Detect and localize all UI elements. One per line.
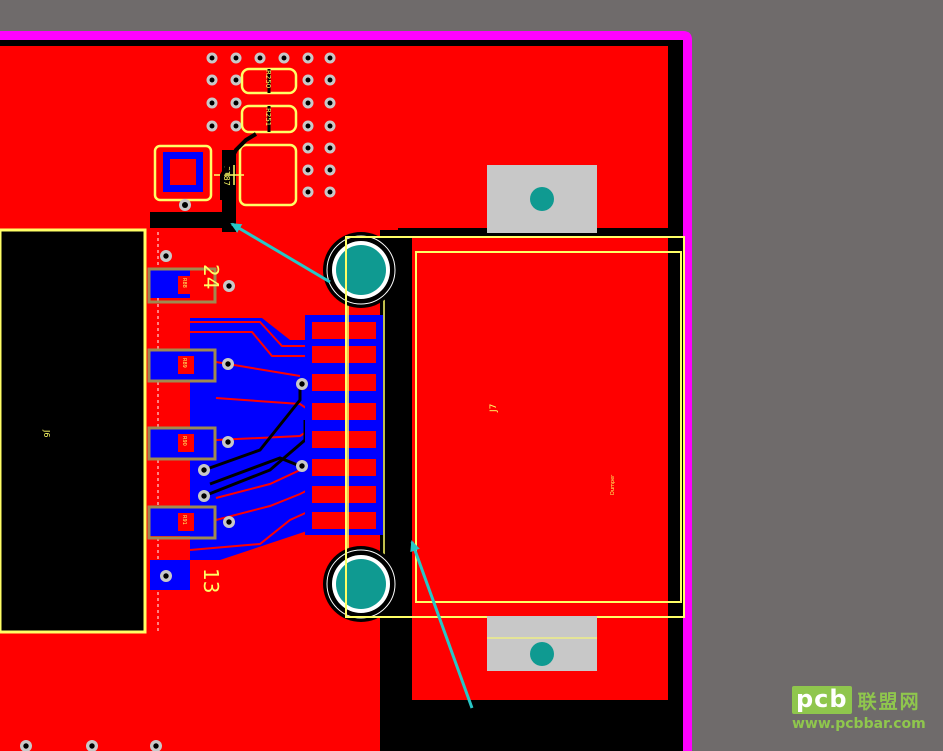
mounting-hole-bottom — [323, 546, 399, 622]
via-drill — [233, 55, 239, 61]
via-drill — [209, 100, 215, 106]
shield-tab-bottom — [487, 616, 597, 671]
resistor-r251: R251 — [240, 104, 298, 134]
via-drill — [23, 743, 29, 749]
via-drill — [89, 743, 95, 749]
c187-designator: C187 — [222, 165, 231, 186]
via-drill — [209, 123, 215, 129]
via-drill — [163, 573, 169, 579]
via-drill — [327, 55, 333, 61]
via-drill — [327, 100, 333, 106]
r250-designator: R250 — [264, 70, 272, 88]
via-drill — [233, 123, 239, 129]
mounting-hole-top — [323, 232, 399, 308]
bottom-edge-vias — [20, 740, 162, 751]
watermark-pcb: pcb — [792, 686, 852, 714]
via-drill — [209, 55, 215, 61]
watermark-brand: 联盟网 — [857, 690, 921, 713]
routing-channel — [222, 150, 668, 751]
fanout-vias — [160, 250, 308, 582]
via-drill — [327, 167, 333, 173]
via-drill — [305, 167, 311, 173]
via-drill — [201, 493, 207, 499]
via-drill — [257, 55, 263, 61]
esd-diode-2: R89 — [147, 348, 217, 383]
r251-designator: R251 — [264, 108, 272, 126]
annotation-arrow-upper — [230, 222, 331, 284]
via-drill — [281, 55, 287, 61]
connector-j6: J6 — [0, 228, 159, 634]
via-drill — [305, 77, 311, 83]
via-drill — [163, 253, 169, 259]
via-drill — [305, 145, 311, 151]
annotation-arrows — [230, 222, 474, 709]
via-drill — [305, 100, 311, 106]
esd-diode-4: R91 — [147, 505, 217, 540]
j6-designator: J6 — [42, 429, 51, 437]
via-drill — [225, 361, 231, 367]
via-drill — [305, 55, 311, 61]
via-drill — [233, 100, 239, 106]
pin-label-13: 13 — [199, 568, 223, 593]
r91-designator: R91 — [181, 515, 187, 525]
via-drill — [327, 123, 333, 129]
esd-diode-1: R88 — [147, 267, 217, 304]
r89-designator: R89 — [181, 358, 187, 368]
via-drill — [153, 743, 159, 749]
j7-sub-label: Dumper — [610, 474, 616, 495]
r88-designator: R88 — [181, 278, 187, 288]
via-drill — [299, 463, 305, 469]
via-drill — [226, 519, 232, 525]
r90-designator: R90 — [181, 436, 187, 446]
via-drill — [327, 145, 333, 151]
pin-label-24: 24 — [199, 264, 223, 289]
via-drill — [305, 189, 311, 195]
resistor-r250: R250 — [240, 67, 298, 95]
via-drill — [299, 381, 305, 387]
via-drill — [327, 77, 333, 83]
watermark: pcb 联盟网 www.pcbbar.com — [792, 686, 942, 746]
via-drill — [225, 439, 231, 445]
watermark-url: www.pcbbar.com — [792, 716, 926, 732]
via-drill — [327, 189, 333, 195]
via-drill — [305, 123, 311, 129]
via-drill — [233, 77, 239, 83]
via-drill — [226, 283, 232, 289]
edge-connector-pads — [305, 250, 385, 600]
via-drill — [201, 467, 207, 473]
capacitor-c187: C187 — [153, 132, 298, 211]
via-grid — [206, 52, 336, 198]
annotation-arrow-lower — [410, 540, 474, 709]
esd-diode-3: R90 — [147, 426, 217, 461]
shield-tab-top — [487, 165, 597, 233]
watermark-logo: pcb 联盟网 — [792, 686, 921, 714]
via-drill — [209, 77, 215, 83]
j7-designator: J7 — [489, 404, 499, 413]
